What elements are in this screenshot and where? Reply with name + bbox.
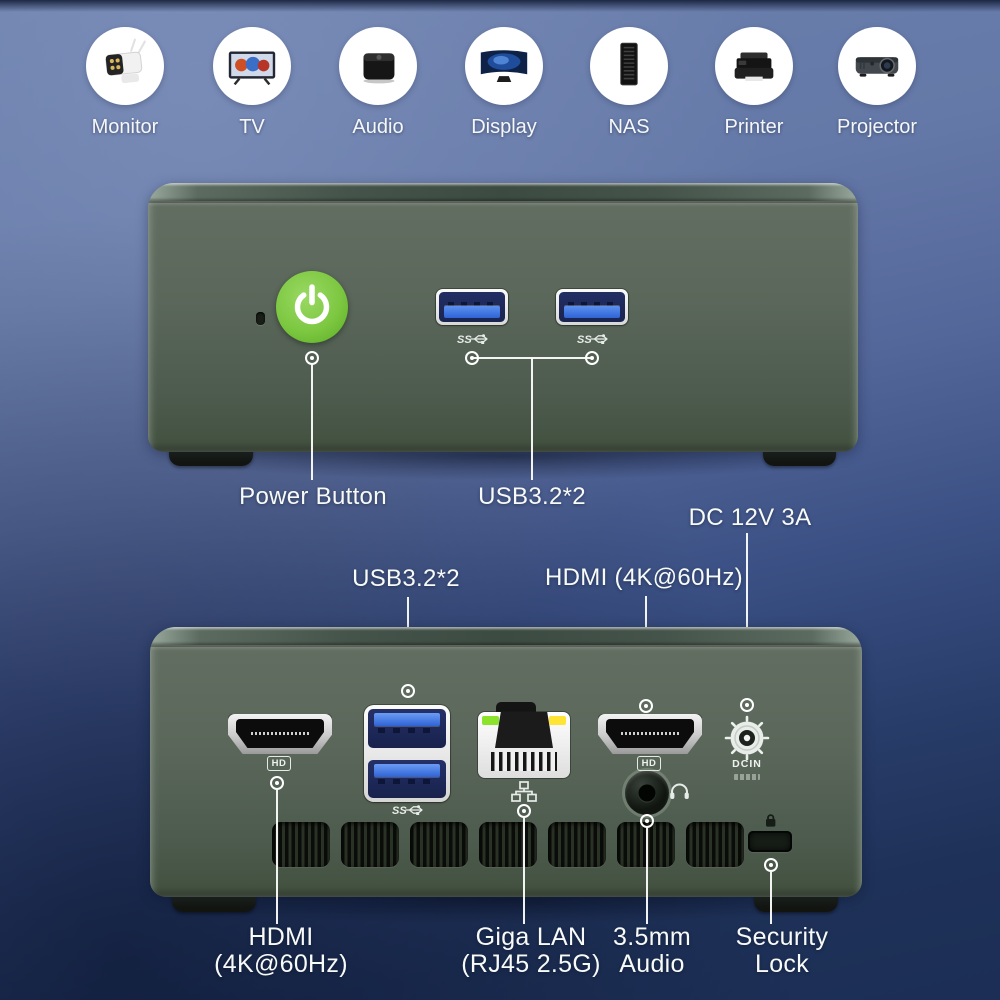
icon-item-monitor: Monitor	[65, 27, 185, 139]
dcin-rating-mark	[734, 774, 760, 780]
icon-label-display: Display	[471, 116, 537, 138]
callout-line	[770, 872, 772, 924]
ethernet-icon	[511, 781, 537, 802]
security-camera-icon	[86, 27, 164, 105]
security-lock-label: Security Lock	[735, 923, 829, 978]
callout-anchor	[640, 814, 654, 828]
power-led	[256, 312, 265, 325]
icon-label-projector: Projector	[836, 116, 918, 138]
vent-grille	[686, 822, 744, 867]
icon-item-printer: Printer	[694, 27, 814, 139]
icon-item-tv: TV	[192, 27, 312, 139]
hd-badge-1: HD	[267, 756, 291, 771]
front-top-lid	[148, 183, 858, 201]
audio-label: 3.5mm Audio	[613, 923, 691, 978]
callout-line	[646, 828, 648, 924]
rear-top-lid	[150, 627, 862, 645]
usb-a-port-front-2	[556, 289, 628, 325]
vent-grille	[479, 822, 537, 867]
speaker-icon	[339, 27, 417, 105]
vent-grille	[548, 822, 606, 867]
superspeed-usb-icon: SS	[577, 334, 608, 346]
mini-pc-rear-view: HD SS	[150, 627, 862, 897]
audio-jack	[625, 771, 669, 815]
icon-item-display: Display	[444, 27, 564, 139]
icon-label-monitor: Monitor	[91, 116, 159, 138]
vent-grille	[272, 822, 330, 867]
power-button	[276, 271, 348, 343]
vent-grille	[341, 822, 399, 867]
callout-anchor	[740, 698, 754, 712]
usb-a-dual-port-rear	[364, 705, 450, 802]
callout-line	[276, 790, 278, 924]
dc-in-jack	[724, 715, 770, 761]
headphone-icon	[670, 783, 689, 799]
callout-anchor	[305, 351, 319, 365]
giga-lan-label: Giga LAN (RJ45 2.5G)	[461, 923, 601, 978]
mini-pc-front-view: SS SS	[148, 183, 858, 452]
icon-item-audio: Audio	[318, 27, 438, 139]
svg-text:SS: SS	[392, 805, 407, 817]
tv-icon	[213, 27, 291, 105]
icon-label-audio: Audio	[352, 116, 404, 138]
icon-label-printer: Printer	[724, 116, 784, 138]
callout-line	[531, 358, 533, 480]
icon-item-projector: Projector	[817, 27, 937, 139]
callout-anchor	[465, 351, 479, 365]
rear-usb-label: USB3.2*2	[352, 565, 460, 592]
callout-line	[746, 533, 748, 698]
icon-item-nas: NAS	[569, 27, 689, 139]
front-panel	[148, 201, 858, 452]
lan-led-yellow	[549, 716, 566, 725]
callout-anchor	[639, 699, 653, 713]
usb-a-port-front-1	[436, 289, 508, 325]
rear-hdmi-bottom-label: HDMI (4K@60Hz)	[214, 923, 348, 978]
projector-icon	[838, 27, 916, 105]
lan-led-green	[482, 716, 499, 725]
lock-icon	[766, 814, 776, 827]
superspeed-usb-icon: SS	[457, 334, 488, 346]
hdmi-port-1	[228, 714, 332, 754]
power-button-label: Power Button	[239, 483, 387, 510]
callout-anchor	[401, 684, 415, 698]
server-tower-icon	[590, 27, 668, 105]
callout-anchor	[764, 858, 778, 872]
top-shade	[0, 0, 1000, 12]
dc-power-label: DC 12V 3A	[688, 504, 812, 531]
front-usb-label: USB3.2*2	[478, 483, 586, 510]
kensington-lock-slot	[748, 831, 792, 852]
callout-line	[311, 364, 313, 480]
vent-grille	[410, 822, 468, 867]
svg-text:SS: SS	[457, 334, 472, 346]
callout-anchor	[270, 776, 284, 790]
dcin-label: DCIN	[732, 758, 762, 770]
callout-anchor	[585, 351, 599, 365]
callout-anchor	[517, 804, 531, 818]
ethernet-port	[478, 712, 570, 778]
icon-label-tv: TV	[239, 116, 265, 138]
hdmi-port-2	[598, 714, 702, 754]
printer-icon	[715, 27, 793, 105]
svg-text:SS: SS	[577, 334, 592, 346]
rear-hdmi-top-label: HDMI (4K@60Hz)	[545, 564, 743, 591]
superspeed-usb-icon: SS	[392, 805, 423, 817]
hd-badge-2: HD	[637, 756, 661, 771]
callout-line	[523, 818, 525, 924]
icon-label-nas: NAS	[608, 116, 650, 138]
curved-monitor-icon	[465, 27, 543, 105]
